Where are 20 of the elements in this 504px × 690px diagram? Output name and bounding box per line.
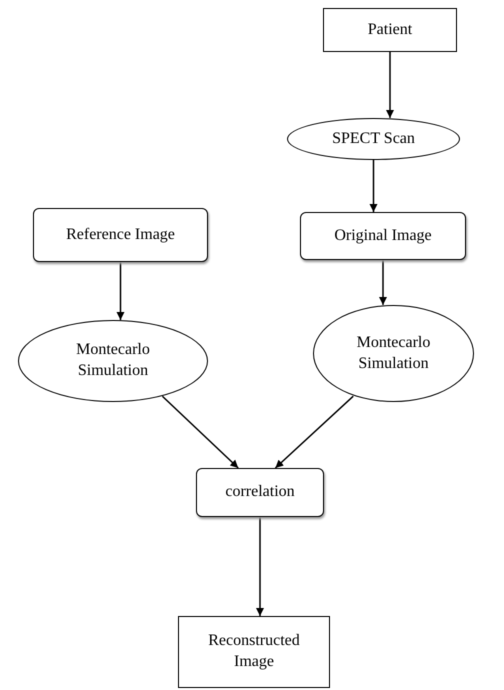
node-label: Reference Image [66,224,175,245]
node-label: Montecarlo Simulation [75,340,151,381]
process-box [300,212,466,260]
node-label: Reconstructed Image [207,631,301,672]
arrow [256,517,264,616]
node-label: SPECT Scan [332,128,415,149]
arrow [379,260,387,305]
process-box [33,208,208,262]
node-label: Montecarlo Simulation [356,332,432,374]
node-label: Patient [368,20,412,40]
process-box [178,616,330,688]
process-box [196,468,324,517]
arrow [274,396,354,469]
node-label: correlation [225,482,295,502]
node-label: Original Image [334,226,432,246]
arrow [162,396,239,469]
arrow [386,52,394,118]
process-box [323,8,457,52]
arrow [116,262,124,320]
arrow [370,160,378,212]
